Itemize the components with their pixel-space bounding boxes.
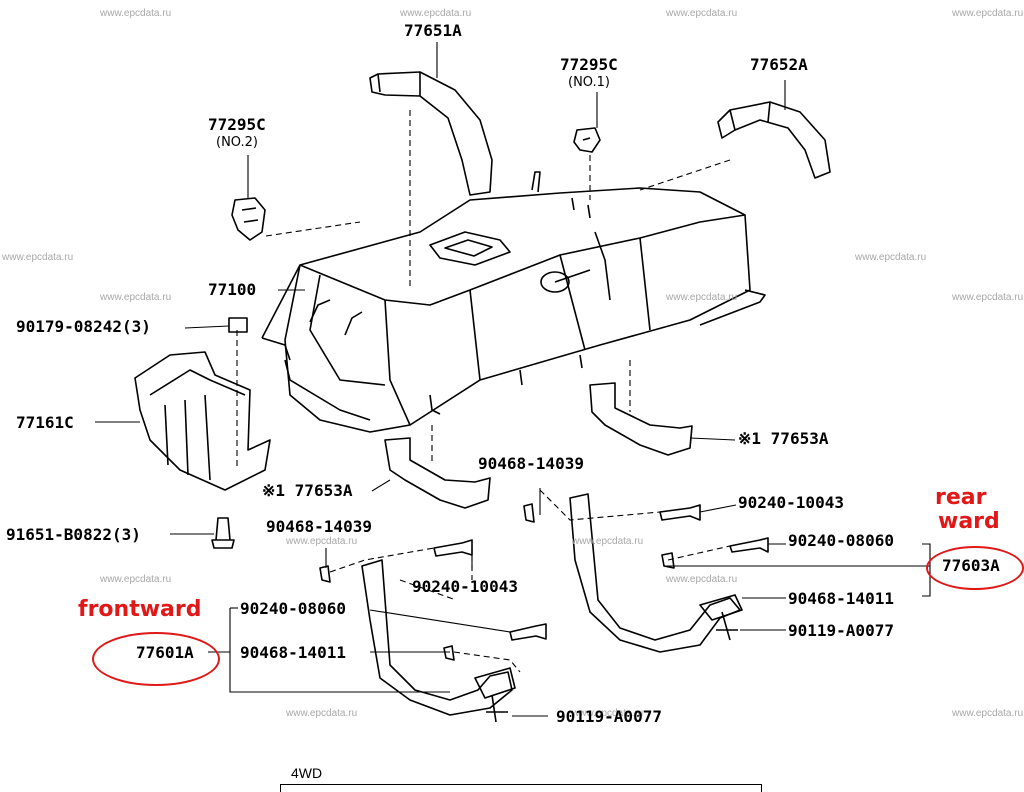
- strap-77652a: [717, 101, 831, 179]
- label-90468-14011-rear: 90468-14011: [788, 589, 894, 608]
- leader-lines: [95, 42, 931, 717]
- strap-77653a-left: [384, 437, 491, 509]
- label-77295c-no2: 77295C: [208, 115, 266, 134]
- annotation-rear: rear: [935, 485, 987, 510]
- small-hardware: [211, 317, 248, 549]
- box-4wd: 4WD: [280, 765, 762, 792]
- watermark: www.epcdata.ru: [666, 574, 738, 585]
- label-90240-08060-front: 90240-08060: [240, 599, 346, 618]
- annotation-frontward: frontward: [78, 597, 202, 622]
- label-77161c: 77161C: [16, 413, 74, 432]
- label-90468-14039-front: 90468-14039: [266, 517, 372, 536]
- label-77652a: 77652A: [750, 55, 808, 74]
- label-77651a: 77651A: [404, 21, 462, 40]
- label-77295c-no1-note: (NO.1): [568, 75, 610, 90]
- label-90240-08060-rear: 90240-08060: [788, 531, 894, 550]
- watermark: www.epcdata.ru: [100, 8, 172, 19]
- label-90468-14039-rear: 90468-14039: [478, 454, 584, 473]
- watermark: www.epcdata.ru: [952, 8, 1024, 19]
- watermark: www.epcdata.ru: [572, 708, 644, 719]
- strap-77651a: [369, 71, 493, 196]
- label-91651-b0822: 91651-B0822(3): [6, 525, 141, 544]
- label-90179-08242: 90179-08242(3): [16, 317, 151, 336]
- watermark: www.epcdata.ru: [400, 8, 472, 19]
- watermark: www.epcdata.ru: [952, 708, 1024, 719]
- band-77601a: [361, 559, 516, 723]
- label-90240-10043-rear: 90240-10043: [738, 493, 844, 512]
- label-77295c-no2-note: (NO.2): [216, 135, 258, 150]
- fuel-tank: [261, 171, 766, 433]
- label-77653a-right: ※1 77653A: [738, 429, 829, 448]
- label-90119-a0077-front: 90119-A0077: [556, 707, 662, 726]
- strap-77653a-right: [589, 382, 693, 456]
- label-77100: 77100: [208, 280, 257, 299]
- label-90468-14011-front: 90468-14011: [240, 643, 346, 662]
- box-4wd-label: 4WD: [291, 765, 323, 781]
- circle-77603a: [926, 546, 1024, 590]
- label-77295c-no1: 77295C: [560, 55, 618, 74]
- watermark: www.epcdata.ru: [100, 292, 172, 303]
- clip-77295c-no1: [573, 127, 601, 153]
- label-77653a-left: ※1 77653A: [262, 481, 353, 500]
- annotation-ward: ward: [938, 509, 1000, 534]
- watermark: www.epcdata.ru: [286, 708, 358, 719]
- watermark: www.epcdata.ru: [855, 252, 927, 263]
- circle-77601a: [92, 632, 220, 686]
- clip-77295c-no2: [231, 197, 266, 241]
- watermark: www.epcdata.ru: [666, 292, 738, 303]
- protector-77161c: [134, 351, 271, 491]
- watermark: www.epcdata.ru: [572, 536, 644, 547]
- watermark: www.epcdata.ru: [2, 252, 74, 263]
- label-90240-10043-front: 90240-10043: [412, 577, 518, 596]
- watermark: www.epcdata.ru: [100, 574, 172, 585]
- watermark: www.epcdata.ru: [952, 292, 1024, 303]
- label-90119-a0077-rear: 90119-A0077: [788, 621, 894, 640]
- band-77603a: [569, 493, 743, 653]
- dashed-lines: [236, 110, 731, 673]
- watermark: www.epcdata.ru: [666, 8, 738, 19]
- watermark: www.epcdata.ru: [286, 536, 358, 547]
